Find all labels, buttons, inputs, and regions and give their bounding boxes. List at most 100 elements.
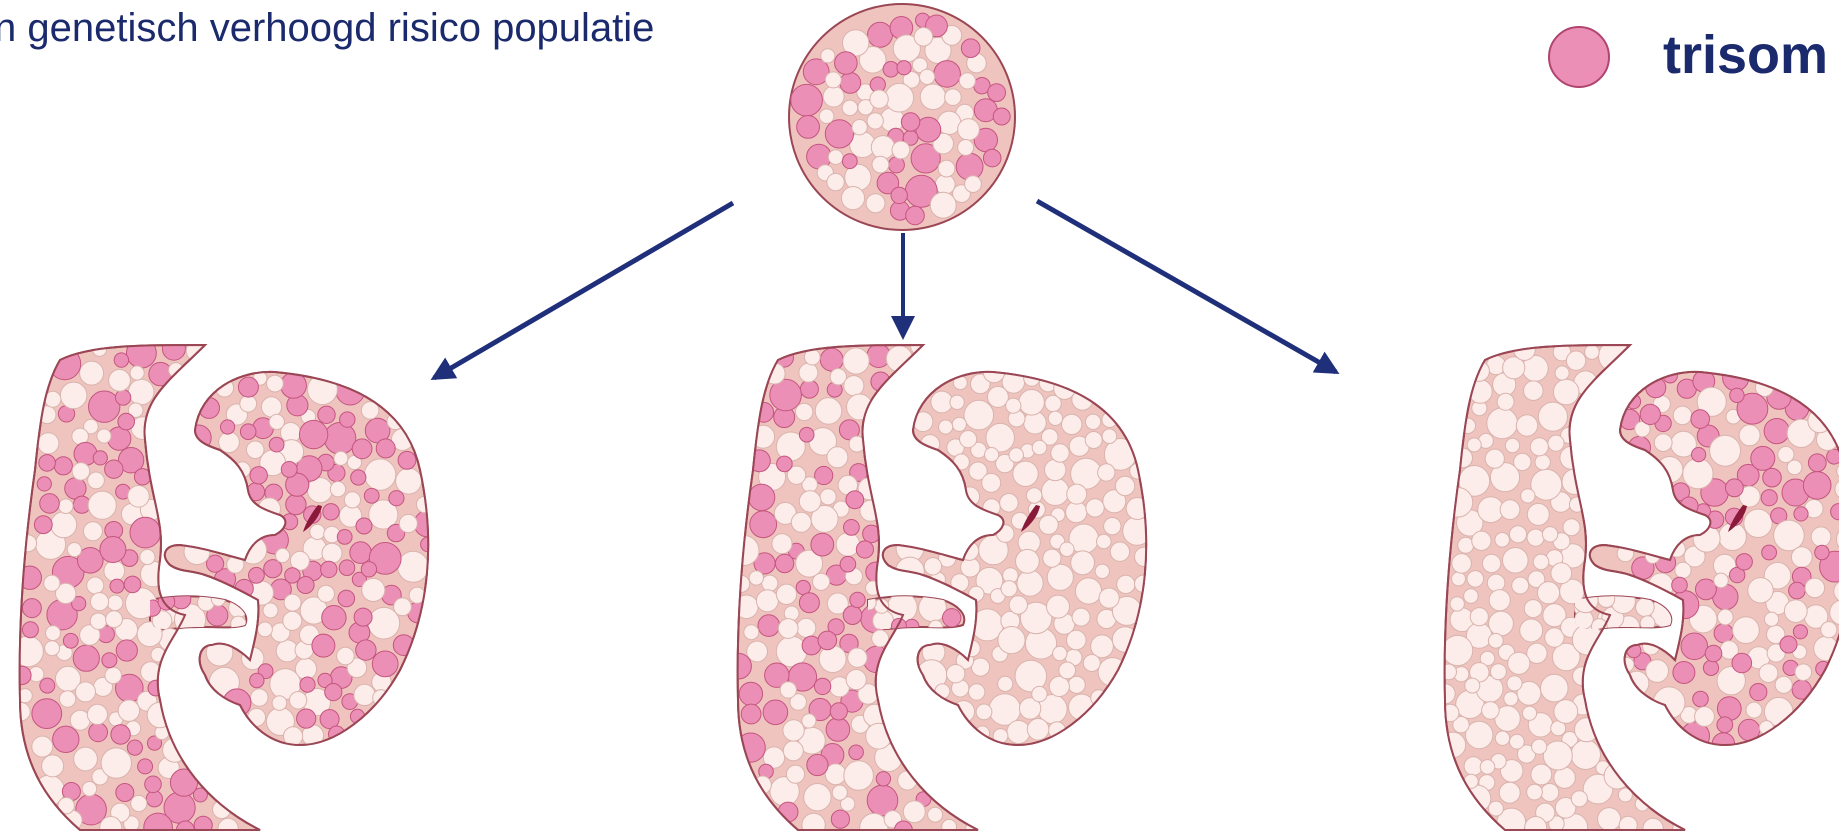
normal-cell [1571, 791, 1587, 807]
trisomy-cell [250, 673, 264, 687]
normal-cell [799, 363, 818, 382]
normal-cell [87, 577, 104, 594]
trisomy-cell [901, 113, 919, 131]
normal-cell [1541, 674, 1569, 702]
normal-cell [939, 420, 953, 434]
normal-cell [843, 348, 869, 374]
trisomy-cell [1808, 454, 1826, 472]
trisomy-cell [814, 678, 830, 694]
normal-cell [815, 398, 842, 425]
trisomy-cell [269, 437, 284, 452]
trisomy-cell [983, 149, 1001, 167]
normal-cell [960, 541, 979, 560]
trisomy-cell [799, 427, 814, 442]
normal-cell [819, 646, 846, 673]
normal-cell [1102, 412, 1118, 428]
normal-cell [985, 448, 999, 462]
trisomy-cell [240, 424, 256, 440]
trisomy-cell [1794, 507, 1808, 521]
trisomy-cell [791, 84, 823, 116]
normal-cell [1503, 548, 1529, 574]
normal-cell [88, 472, 105, 489]
normal-cell [1774, 520, 1805, 551]
trisomy-cell [830, 703, 847, 720]
normal-cell [1585, 345, 1600, 360]
normal-cell [1007, 720, 1030, 743]
normal-cell [218, 818, 238, 835]
trisomy-cell [868, 22, 893, 47]
normal-cell [1654, 434, 1672, 452]
normal-cell [284, 594, 301, 611]
normal-cell [20, 535, 37, 552]
normal-cell [796, 403, 813, 420]
trisomy-cell [102, 653, 117, 668]
normal-cell [1507, 676, 1522, 691]
normal-cell [1487, 574, 1505, 592]
normal-cell [786, 765, 804, 783]
normal-cell [998, 676, 1013, 691]
normal-cell [802, 714, 816, 728]
trisomy-cell [1726, 479, 1744, 497]
normal-cell [935, 175, 955, 195]
normal-cell [749, 571, 763, 585]
trisomy-cell [1803, 472, 1831, 500]
normal-cell [1072, 608, 1090, 626]
normal-cell [1464, 774, 1478, 788]
normal-cell [80, 361, 104, 385]
normal-cell [1117, 575, 1135, 593]
normal-cell [109, 369, 131, 391]
normal-cell [827, 447, 848, 468]
normal-cell [1006, 398, 1021, 413]
trisomy-cell [146, 791, 162, 807]
normal-cell [399, 514, 417, 532]
trisomy-cell [53, 726, 79, 752]
trisomy-cell [1827, 449, 1839, 464]
normal-cell [1047, 564, 1073, 590]
normal-cell [1000, 494, 1019, 513]
normal-cell [1509, 526, 1526, 543]
embryo-left [12, 337, 441, 835]
normal-cell [1472, 531, 1491, 550]
trisomy-cell [238, 377, 258, 397]
normal-cell [935, 684, 950, 699]
trisomy-cell [1705, 645, 1722, 662]
normal-cell [867, 113, 883, 129]
normal-cell [240, 395, 257, 412]
trisomy-cell [826, 718, 850, 742]
trisomy-cell [835, 52, 858, 75]
trisomy-cell [1762, 545, 1777, 560]
normal-cell [1643, 818, 1663, 835]
normal-cell [76, 682, 96, 702]
trisomy-cell [811, 533, 834, 556]
normal-cell [67, 543, 81, 557]
normal-cell [1530, 438, 1548, 456]
normal-cell [1520, 619, 1543, 642]
normal-cell [813, 573, 830, 590]
normal-cell [1464, 785, 1491, 812]
normal-cell [1060, 542, 1074, 556]
normal-cell [128, 486, 150, 508]
normal-cell [1504, 692, 1518, 706]
normal-cell [1485, 449, 1504, 468]
normal-cell [169, 363, 184, 378]
normal-cell [1675, 562, 1691, 578]
trisomy-cell [221, 420, 235, 434]
trisomy-cell [1693, 691, 1709, 707]
normal-cell [90, 593, 108, 611]
normal-cell [1537, 582, 1559, 604]
normal-cell [1467, 438, 1481, 452]
embryo-right [1435, 339, 1839, 835]
normal-cell [1045, 459, 1066, 480]
normal-cell [1441, 664, 1457, 680]
trisomy-cell [340, 412, 355, 427]
normal-cell [1635, 797, 1649, 811]
normal-cell [82, 782, 97, 797]
normal-cell [42, 755, 64, 777]
normal-cell [945, 89, 962, 106]
normal-cell [310, 524, 325, 539]
normal-cell [1775, 676, 1792, 693]
trisomy-cell [741, 704, 761, 724]
normal-cell [1554, 700, 1578, 724]
normal-cell [334, 451, 348, 465]
normal-cell [263, 603, 278, 618]
